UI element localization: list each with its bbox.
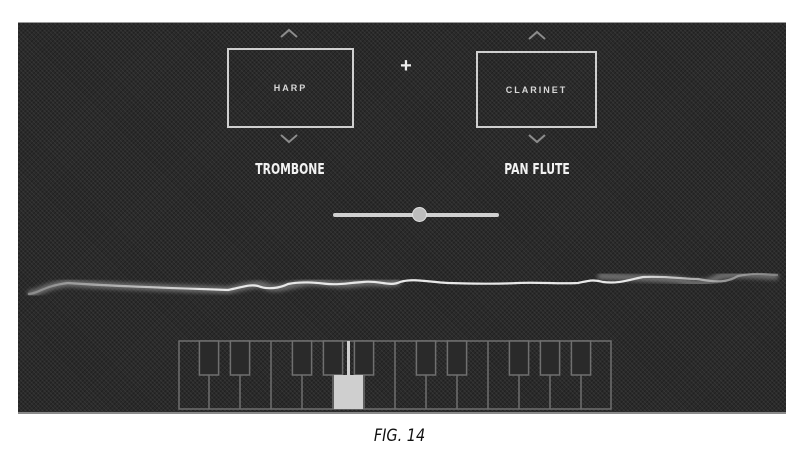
waveform [27, 270, 779, 298]
black-key[interactable] [446, 340, 468, 376]
black-key[interactable] [508, 340, 530, 376]
right-instrument-up-chevron-icon[interactable] [526, 29, 548, 41]
black-key[interactable] [570, 340, 592, 376]
combine-plus-icon: + [400, 55, 412, 77]
right-instrument-box[interactable]: CLARINET [476, 51, 597, 128]
left-instrument-label: HARP [273, 83, 308, 93]
blend-slider[interactable] [333, 206, 499, 222]
waveform-line [27, 272, 779, 296]
right-instrument-next-label[interactable]: PAN FLUTE [504, 160, 570, 178]
right-instrument-label: CLARINET [505, 84, 568, 95]
black-key[interactable] [291, 340, 313, 376]
black-key[interactable] [198, 340, 220, 376]
black-key[interactable] [353, 340, 375, 376]
black-key[interactable] [322, 340, 344, 376]
black-key[interactable] [229, 340, 251, 376]
right-instrument-down-chevron-icon[interactable] [526, 132, 548, 144]
blend-slider-thumb[interactable] [411, 207, 427, 222]
black-key[interactable] [539, 340, 561, 376]
figure-caption: FIG. 14 [373, 426, 426, 446]
left-instrument-up-chevron-icon[interactable] [278, 27, 300, 39]
left-instrument-box[interactable]: HARP [227, 48, 354, 128]
black-key[interactable] [415, 340, 437, 376]
left-instrument-down-chevron-icon[interactable] [278, 132, 300, 144]
left-instrument-next-label[interactable]: TROMBONE [255, 160, 325, 178]
pressed-key[interactable] [334, 375, 363, 409]
piano-keyboard [178, 340, 612, 410]
synth-panel [18, 22, 786, 414]
